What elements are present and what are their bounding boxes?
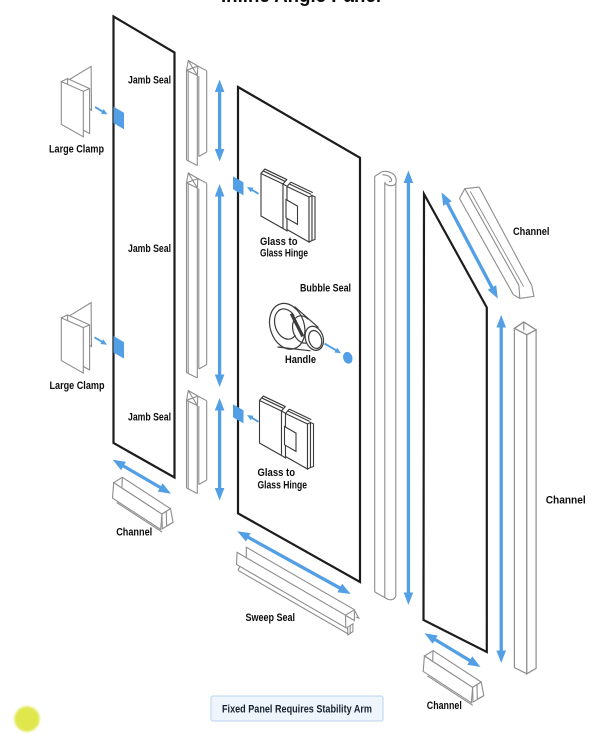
svg-text:Large Clamp: Large Clamp <box>50 380 105 392</box>
svg-text:Jamb Seal: Jamb Seal <box>128 412 171 424</box>
svg-text:Bubble Seal: Bubble Seal <box>300 283 351 295</box>
svg-text:Fixed Panel Requires Stability: Fixed Panel Requires Stability Arm <box>222 704 372 716</box>
svg-text:Glass Hinge: Glass Hinge <box>258 479 308 491</box>
svg-text:Channel: Channel <box>513 226 550 238</box>
svg-text:Glass Hinge: Glass Hinge <box>260 248 308 260</box>
svg-text:Channel: Channel <box>427 700 462 712</box>
svg-text:Jamb Seal: Jamb Seal <box>128 243 171 255</box>
svg-text:Handle: Handle <box>285 354 316 366</box>
svg-text:Channel: Channel <box>546 495 586 507</box>
svg-text:Large Clamp: Large Clamp <box>49 144 104 156</box>
svg-text:Glass to: Glass to <box>260 236 298 248</box>
svg-text:Glass to: Glass to <box>258 467 296 479</box>
svg-text:Sweep Seal: Sweep Seal <box>246 612 296 624</box>
svg-text:Inline Angle Panel: Inline Angle Panel <box>221 0 381 7</box>
svg-text:Jamb Seal: Jamb Seal <box>128 75 171 87</box>
svg-text:Channel: Channel <box>116 527 152 539</box>
